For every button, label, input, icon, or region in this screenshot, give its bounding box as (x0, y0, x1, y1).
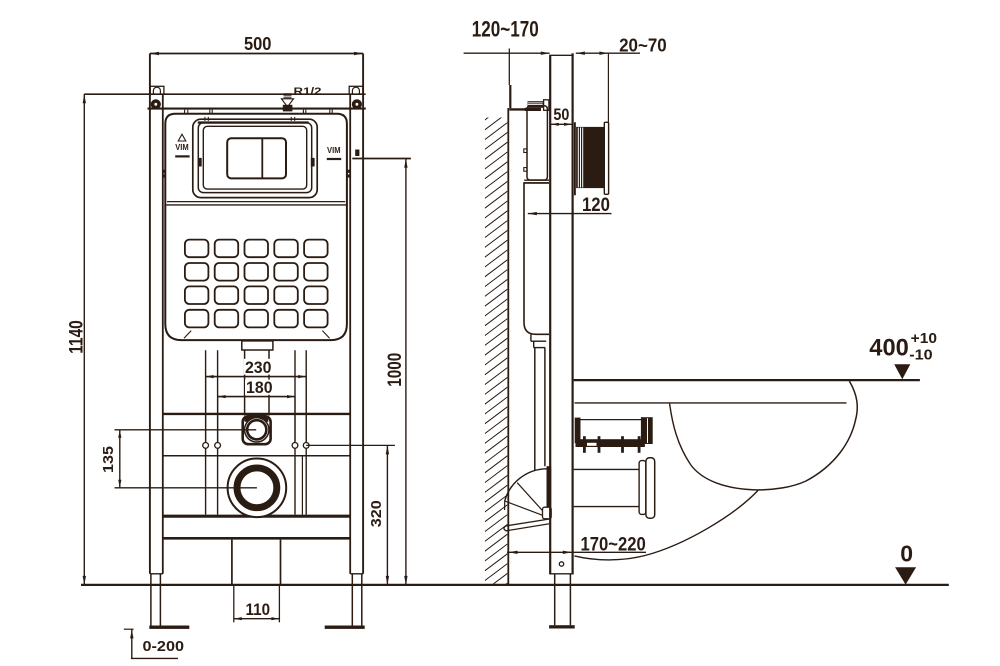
svg-text:1140: 1140 (67, 320, 88, 354)
svg-text:1000: 1000 (385, 353, 406, 387)
svg-text:500: 500 (244, 34, 272, 54)
svg-text:230: 230 (245, 358, 272, 377)
svg-text:170~220: 170~220 (581, 535, 646, 556)
svg-text:+10: +10 (911, 331, 937, 347)
svg-text:120~170: 120~170 (472, 17, 539, 42)
svg-text:20~70: 20~70 (619, 36, 667, 56)
svg-text:-10: -10 (909, 348, 932, 364)
svg-text:320: 320 (368, 500, 385, 527)
svg-text:135: 135 (100, 446, 117, 473)
svg-text:0: 0 (900, 541, 913, 567)
svg-text:VIM: VIM (175, 143, 189, 152)
svg-text:R1/2: R1/2 (294, 87, 323, 98)
svg-text:110: 110 (246, 600, 271, 619)
svg-text:400: 400 (869, 335, 909, 362)
svg-text:180: 180 (246, 378, 273, 397)
svg-text:0-200: 0-200 (143, 638, 185, 655)
svg-text:50: 50 (553, 105, 569, 124)
svg-text:120: 120 (582, 195, 610, 216)
svg-text:VIM: VIM (327, 146, 341, 155)
